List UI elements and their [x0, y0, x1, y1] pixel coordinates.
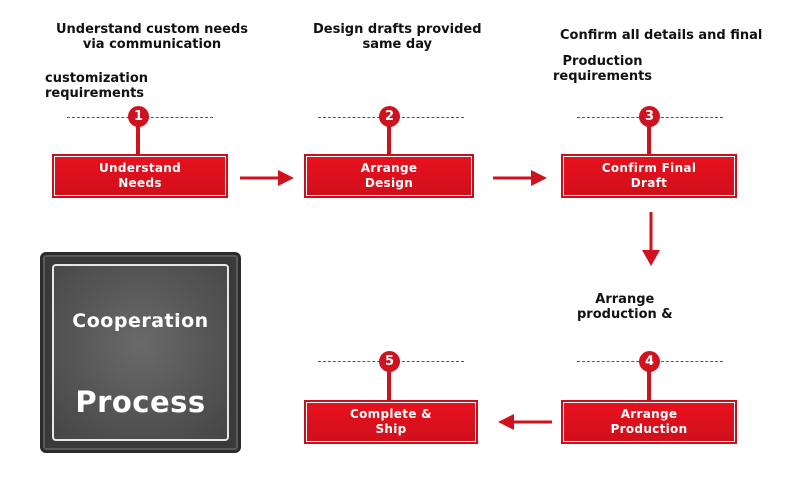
step-3-label-line: Confirm Final [601, 161, 697, 175]
step-4-description-line: production & [577, 307, 673, 322]
step-1-description-line: via communication [82, 37, 222, 52]
step-4-description-line: Arrange [595, 292, 655, 307]
step-5-number-badge: 5 [379, 351, 400, 372]
step-2-description: Design drafts provided same day [313, 22, 482, 52]
arrow-right-icon [240, 170, 294, 186]
step-4-description: Arrange production & [577, 292, 673, 322]
step-1-description-line: Understand custom needs [56, 22, 249, 37]
chalkboard-panel: Cooperation Process [40, 252, 241, 453]
arrow-right-icon [493, 170, 547, 186]
chalkboard-frame: Cooperation Process [52, 264, 229, 441]
step-3-connector [647, 120, 651, 156]
step-4-box: Arrange Production [561, 400, 737, 444]
step-5-label-line: Ship [375, 422, 407, 436]
step-2-box: Arrange Design [304, 154, 474, 198]
board-title: Cooperation [72, 310, 209, 332]
step-1-note-line: customization [45, 71, 149, 86]
step-1-connector [136, 120, 140, 156]
arrow-down-icon [642, 212, 660, 266]
step-1-note-line: requirements [45, 86, 145, 101]
step-5-connector [387, 364, 391, 402]
step-3-label-line: Draft [630, 176, 668, 190]
step-5-label-line: Complete & [350, 407, 432, 421]
step-4-label-line: Production [610, 422, 688, 436]
step-1-number-badge: 1 [128, 106, 149, 127]
step-2-number-badge: 2 [379, 106, 400, 127]
board-subtitle: Process [75, 385, 206, 419]
step-2-label-line: Arrange [360, 161, 418, 175]
step-1-box: Understand Needs [52, 154, 228, 198]
step-1-label-line: Understand [98, 161, 182, 175]
step-2-label-line: Design [364, 176, 414, 190]
step-3-note: Production requirements [553, 54, 652, 84]
step-4-number-badge: 4 [639, 351, 660, 372]
step-3-note-line: Production [562, 54, 643, 69]
step-5-box: Complete & Ship [304, 400, 478, 444]
step-4-label-line: Arrange [620, 407, 678, 421]
step-3-description-line: Confirm all details and final [560, 28, 763, 43]
step-3-box: Confirm Final Draft [561, 154, 737, 198]
step-1-label-line: Needs [118, 176, 162, 190]
step-2-description-line: Design drafts provided [313, 22, 482, 37]
step-4-connector [647, 364, 651, 402]
step-1-note: customization requirements [45, 71, 148, 101]
step-3-note-line: requirements [553, 69, 653, 84]
step-3-number-badge: 3 [639, 106, 660, 127]
arrow-left-icon [498, 414, 552, 430]
step-1-description: Understand custom needs via communicatio… [56, 22, 248, 52]
step-2-description-line: same day [362, 37, 433, 52]
step-3-description: Confirm all details and final [560, 28, 762, 43]
step-2-connector [387, 120, 391, 156]
